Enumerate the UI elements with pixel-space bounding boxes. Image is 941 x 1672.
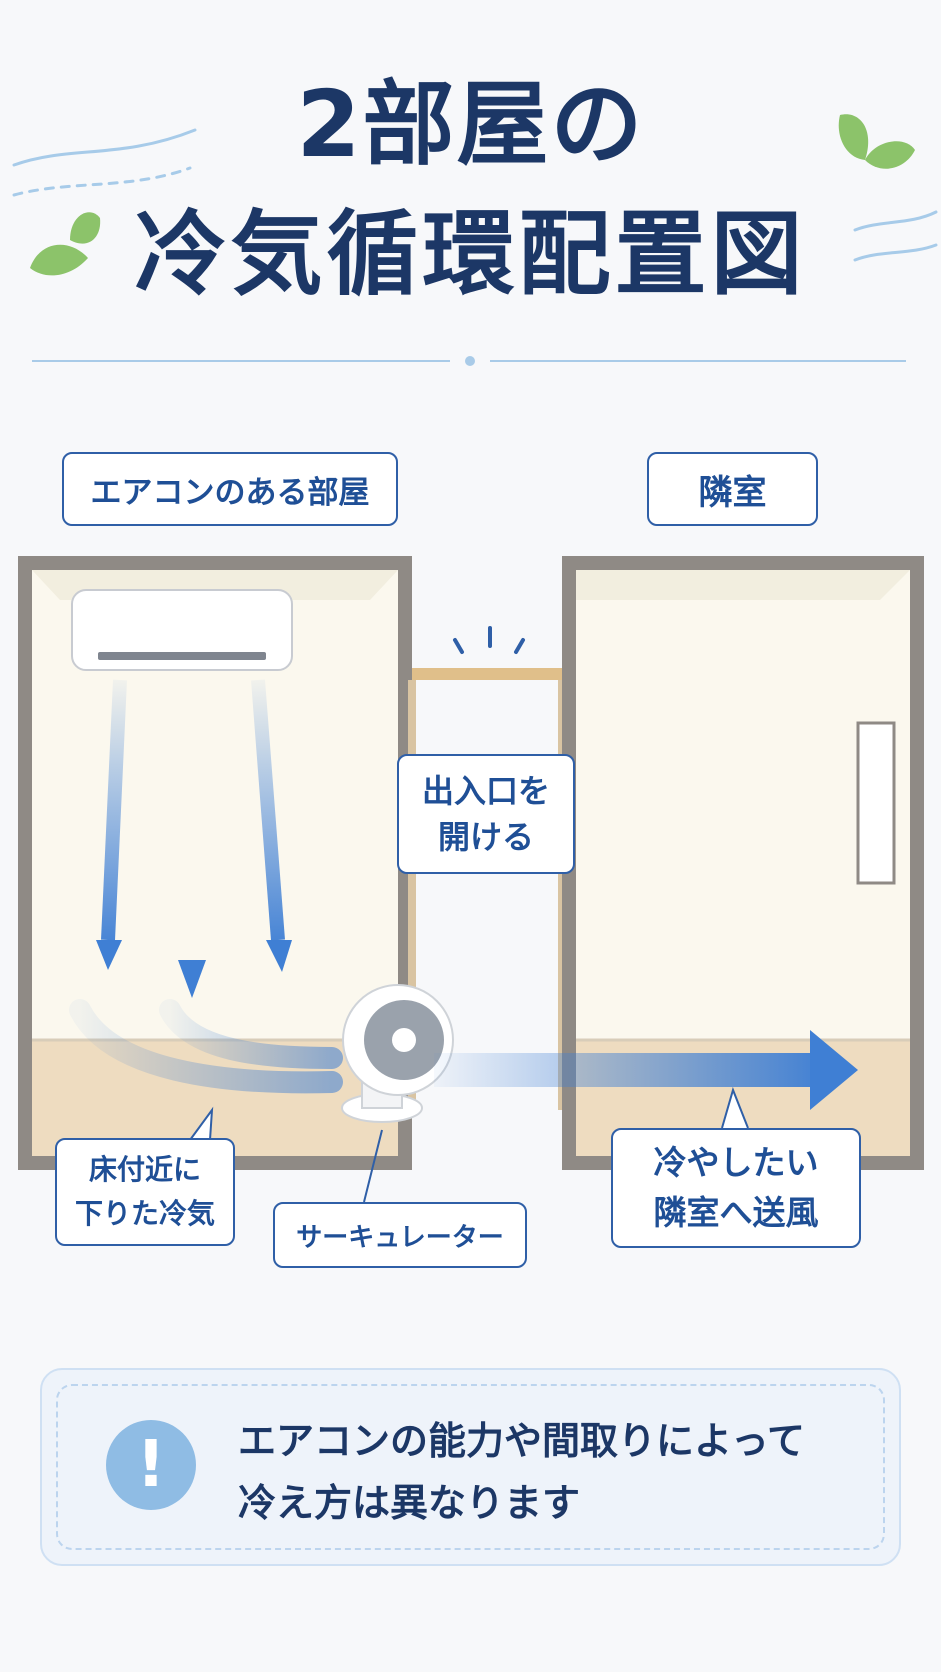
arrow-head: [266, 940, 292, 972]
callout-tails: [189, 1086, 749, 1203]
page-title-line1: 2部屋の: [296, 71, 645, 178]
notice-box-border: [56, 1384, 885, 1550]
doorway-label-line1: 出入口を: [421, 772, 550, 810]
notice-text: エアコンの能力や間取りによって 冷え方は異なります: [238, 1410, 878, 1534]
send-air-label-line2: 隣室へ送風: [653, 1193, 819, 1232]
doorway-label-line2: 開ける: [437, 818, 534, 856]
ac-room-label: エアコンのある部屋: [62, 452, 398, 526]
circulator-label-text: サーキュレーター: [296, 1222, 504, 1253]
notice-text-line1: エアコンの能力や間取りによって: [238, 1419, 805, 1463]
send-air-arrow: [434, 1030, 858, 1110]
cold-air-arrows: [96, 679, 292, 998]
send-air-label-line1: 冷やしたい: [653, 1143, 819, 1182]
floor-flow: [69, 999, 343, 1094]
next-room-label-text: 隣室: [698, 472, 767, 513]
page-title-line2: 冷気循環配置図: [134, 201, 807, 308]
exclamation-icon: !: [106, 1420, 196, 1510]
circulator-fan: [341, 984, 454, 1123]
air-conditioner: [71, 589, 293, 671]
next-room-label: 隣室: [647, 452, 818, 526]
ac-room-label-text: エアコンのある部屋: [90, 474, 370, 511]
circulator-label: サーキュレーター: [273, 1202, 527, 1268]
decorative-waves: [12, 128, 938, 262]
leaf-icon: [30, 114, 915, 276]
notice-text-line2: 冷え方は異なります: [238, 1481, 581, 1525]
doorway-label: 出入口を 開ける: [397, 754, 575, 874]
window: [856, 721, 896, 885]
floor-air-label: 床付近に 下りた冷気: [55, 1138, 235, 1246]
arrow-head: [96, 940, 122, 970]
floor-air-label-line2: 下りた冷気: [74, 1197, 215, 1230]
title-divider: [32, 356, 906, 366]
send-air-label: 冷やしたい 隣室へ送風: [611, 1128, 861, 1248]
floor-air-label-line1: 床付近に: [88, 1153, 201, 1186]
arrow-head: [178, 960, 206, 998]
